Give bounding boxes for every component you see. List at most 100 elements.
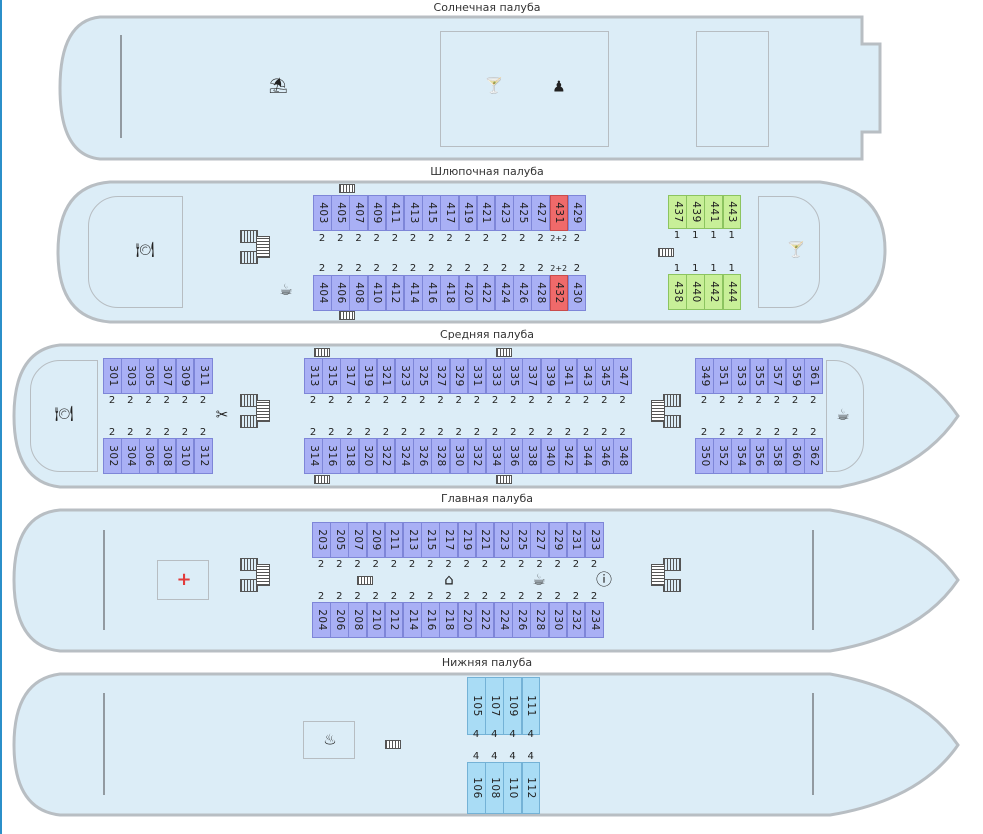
cabin-234[interactable]: 234: [585, 602, 604, 638]
cabin-443[interactable]: 443: [722, 195, 742, 229]
cabin-317[interactable]: 317: [340, 358, 360, 394]
cabin-343[interactable]: 343: [577, 358, 596, 394]
cabin-204[interactable]: 204: [312, 602, 331, 638]
cabin-351[interactable]: 351: [713, 358, 732, 394]
cabin-410[interactable]: 410: [367, 275, 387, 311]
cabin-308[interactable]: 308: [157, 438, 177, 474]
cabin-407[interactable]: 407: [349, 195, 369, 231]
cabin-421[interactable]: 421: [476, 195, 496, 231]
cabin-438[interactable]: 438: [668, 274, 687, 310]
cabin-338[interactable]: 338: [522, 438, 542, 474]
cabin-228[interactable]: 228: [530, 602, 550, 638]
cabin-346[interactable]: 346: [595, 438, 614, 474]
cabin-412[interactable]: 412: [385, 275, 405, 311]
cabin-411[interactable]: 411: [385, 195, 405, 231]
cabin-404[interactable]: 404: [313, 275, 332, 311]
cabin-349[interactable]: 349: [695, 358, 714, 394]
cabin-353[interactable]: 353: [731, 358, 751, 394]
cabin-307[interactable]: 307: [157, 358, 177, 394]
cabin-359[interactable]: 359: [786, 358, 805, 394]
cabin-303[interactable]: 303: [121, 358, 140, 394]
cabin-217[interactable]: 217: [439, 522, 459, 558]
cabin-354[interactable]: 354: [731, 438, 751, 474]
cabin-423[interactable]: 423: [495, 195, 514, 231]
cabin-408[interactable]: 408: [349, 275, 369, 311]
cabin-203[interactable]: 203: [312, 522, 331, 558]
cabin-315[interactable]: 315: [322, 358, 341, 394]
cabin-232[interactable]: 232: [566, 602, 586, 638]
cabin-301[interactable]: 301: [103, 358, 122, 394]
cabin-414[interactable]: 414: [404, 275, 423, 311]
cabin-424[interactable]: 424: [495, 275, 514, 311]
cabin-220[interactable]: 220: [457, 602, 477, 638]
cabin-425[interactable]: 425: [513, 195, 532, 231]
cabin-427[interactable]: 427: [531, 195, 551, 231]
cabin-348[interactable]: 348: [613, 438, 633, 474]
cabin-440[interactable]: 440: [686, 274, 705, 310]
cabin-321[interactable]: 321: [376, 358, 396, 394]
cabin-227[interactable]: 227: [530, 522, 550, 558]
cabin-318[interactable]: 318: [340, 438, 360, 474]
cabin-350[interactable]: 350: [695, 438, 714, 474]
cabin-323[interactable]: 323: [395, 358, 414, 394]
cabin-110[interactable]: 110: [503, 762, 523, 814]
cabin-403[interactable]: 403: [313, 195, 332, 231]
cabin-426[interactable]: 426: [513, 275, 532, 311]
cabin-214[interactable]: 214: [403, 602, 422, 638]
cabin-302[interactable]: 302: [103, 438, 122, 474]
cabin-320[interactable]: 320: [358, 438, 378, 474]
cabin-405[interactable]: 405: [331, 195, 350, 231]
cabin-207[interactable]: 207: [348, 522, 368, 558]
cabin-328[interactable]: 328: [431, 438, 451, 474]
cabin-112[interactable]: 112: [521, 762, 541, 814]
cabin-208[interactable]: 208: [348, 602, 368, 638]
cabin-310[interactable]: 310: [175, 438, 195, 474]
cabin-431[interactable]: 431: [549, 195, 569, 231]
cabin-111[interactable]: 111: [521, 677, 541, 735]
cabin-334[interactable]: 334: [486, 438, 505, 474]
cabin-229[interactable]: 229: [548, 522, 568, 558]
cabin-437[interactable]: 437: [668, 195, 687, 229]
cabin-326[interactable]: 326: [413, 438, 432, 474]
cabin-345[interactable]: 345: [595, 358, 614, 394]
cabin-205[interactable]: 205: [330, 522, 349, 558]
cabin-409[interactable]: 409: [367, 195, 387, 231]
cabin-330[interactable]: 330: [449, 438, 469, 474]
cabin-304[interactable]: 304: [121, 438, 140, 474]
cabin-416[interactable]: 416: [422, 275, 441, 311]
cabin-352[interactable]: 352: [713, 438, 732, 474]
cabin-219[interactable]: 219: [457, 522, 477, 558]
cabin-324[interactable]: 324: [395, 438, 414, 474]
cabin-313[interactable]: 313: [304, 358, 323, 394]
cabin-225[interactable]: 225: [512, 522, 531, 558]
cabin-341[interactable]: 341: [558, 358, 578, 394]
cabin-419[interactable]: 419: [458, 195, 478, 231]
cabin-233[interactable]: 233: [585, 522, 604, 558]
cabin-109[interactable]: 109: [503, 677, 523, 735]
cabin-222[interactable]: 222: [475, 602, 495, 638]
cabin-340[interactable]: 340: [540, 438, 560, 474]
cabin-221[interactable]: 221: [475, 522, 495, 558]
cabin-360[interactable]: 360: [786, 438, 805, 474]
cabin-418[interactable]: 418: [440, 275, 460, 311]
cabin-314[interactable]: 314: [304, 438, 323, 474]
cabin-226[interactable]: 226: [512, 602, 531, 638]
cabin-206[interactable]: 206: [330, 602, 349, 638]
cabin-430[interactable]: 430: [567, 275, 587, 311]
cabin-305[interactable]: 305: [139, 358, 159, 394]
cabin-420[interactable]: 420: [458, 275, 478, 311]
cabin-322[interactable]: 322: [376, 438, 396, 474]
cabin-306[interactable]: 306: [139, 438, 159, 474]
cabin-344[interactable]: 344: [577, 438, 596, 474]
cabin-218[interactable]: 218: [439, 602, 459, 638]
cabin-347[interactable]: 347: [613, 358, 633, 394]
cabin-311[interactable]: 311: [194, 358, 213, 394]
cabin-357[interactable]: 357: [767, 358, 787, 394]
cabin-319[interactable]: 319: [358, 358, 378, 394]
cabin-413[interactable]: 413: [404, 195, 423, 231]
cabin-332[interactable]: 332: [467, 438, 487, 474]
cabin-107[interactable]: 107: [485, 677, 504, 735]
cabin-361[interactable]: 361: [804, 358, 823, 394]
cabin-417[interactable]: 417: [440, 195, 460, 231]
cabin-442[interactable]: 442: [704, 274, 724, 310]
